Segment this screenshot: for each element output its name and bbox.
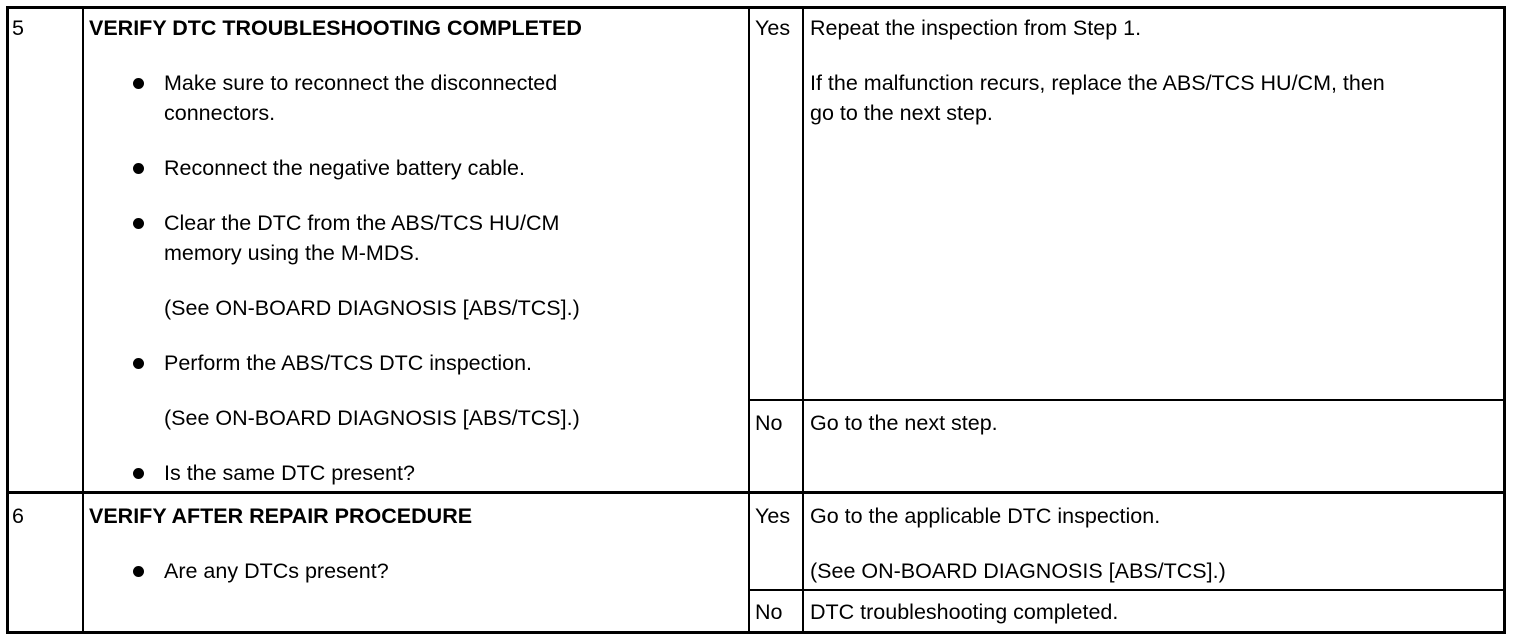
bullet-icon [133, 358, 144, 369]
step-title: VERIFY DTC TROUBLESHOOTING COMPLETED [89, 16, 582, 40]
yes-action: Go to the applicable DTC inspection. [810, 504, 1161, 528]
row-divider [6, 491, 1506, 494]
no-label: No [755, 600, 783, 624]
bullet-icon [133, 468, 144, 479]
step-title: VERIFY AFTER REPAIR PROCEDURE [89, 504, 473, 528]
bullet-icon [133, 78, 144, 89]
procedure-item: Is the same DTC present? [164, 461, 415, 485]
procedure-item-continued: memory using the M-MDS. [164, 241, 420, 265]
procedure-item-continued: connectors. [164, 101, 276, 125]
bullet-icon [133, 566, 144, 577]
procedure-item: Perform the ABS/TCS DTC inspection. [164, 351, 533, 375]
no-action: Go to the next step. [810, 411, 998, 435]
step-number: 6 [12, 504, 24, 528]
column-divider [802, 6, 804, 634]
procedure-item: Are any DTCs present? [164, 559, 389, 583]
yes-action: If the malfunction recurs, replace the A… [810, 71, 1385, 95]
no-label: No [755, 411, 783, 435]
reference-note: (See ON-BOARD DIAGNOSIS [ABS/TCS].) [810, 559, 1226, 583]
yes-label: Yes [755, 16, 791, 40]
row-divider [748, 589, 1506, 591]
reference-note: (See ON-BOARD DIAGNOSIS [ABS/TCS].) [164, 296, 580, 320]
column-divider [82, 6, 84, 634]
column-divider [748, 6, 750, 634]
procedure-item: Clear the DTC from the ABS/TCS HU/CM [164, 211, 560, 235]
yes-action-continued: go to the next step. [810, 101, 993, 125]
procedure-item: Reconnect the negative battery cable. [164, 156, 525, 180]
no-action: DTC troubleshooting completed. [810, 600, 1119, 624]
yes-action: Repeat the inspection from Step 1. [810, 16, 1142, 40]
reference-note: (See ON-BOARD DIAGNOSIS [ABS/TCS].) [164, 406, 580, 430]
troubleshooting-table [6, 6, 1506, 634]
row-divider [748, 399, 1506, 401]
bullet-icon [133, 163, 144, 174]
bullet-icon [133, 218, 144, 229]
procedure-item: Make sure to reconnect the disconnected [164, 71, 558, 95]
yes-label: Yes [755, 504, 791, 528]
step-number: 5 [12, 16, 24, 40]
